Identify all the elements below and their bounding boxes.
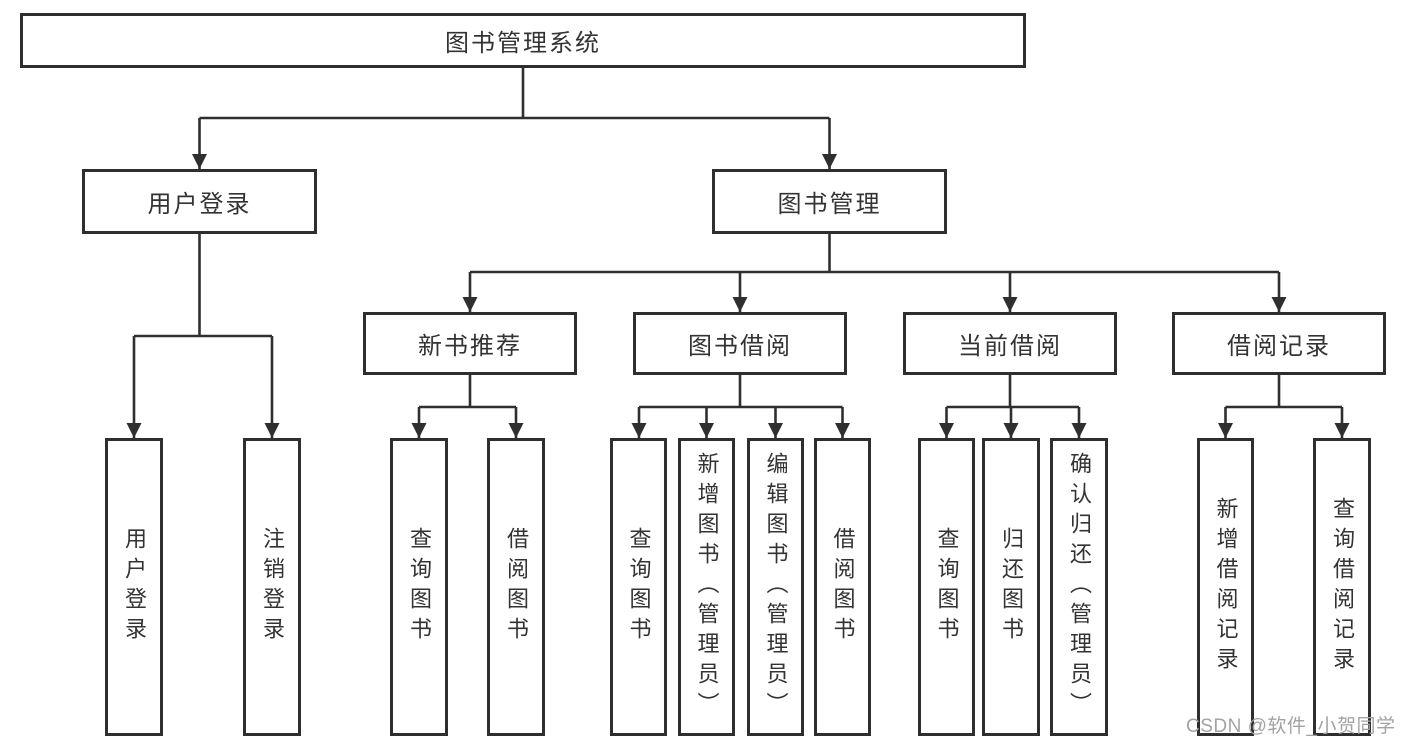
leaf-query-borrow-record-label: 查询借阅记录 [1330, 497, 1355, 677]
node-current-borrowing-label: 当前借阅 [958, 333, 1062, 360]
leaf-query-book-3-label: 查询图书 [934, 527, 960, 647]
leaf-borrow-book-1-label: 借阅图书 [504, 527, 529, 647]
watermark: CSDN @软件_小贺同学 [1186, 716, 1396, 737]
leaf-query-book-2: 查询图书 [610, 438, 667, 736]
leaf-query-book-2-label: 查询图书 [626, 527, 652, 647]
node-user-login-label: 用户登录 [147, 191, 252, 218]
leaf-query-book-1-label: 查询图书 [407, 527, 432, 647]
leaf-add-borrow-record: 新增借阅记录 [1197, 438, 1254, 736]
node-root-system: 图书管理系统 [20, 13, 1026, 68]
leaf-borrow-book-1: 借阅图书 [487, 438, 545, 736]
node-new-book-recommend-label: 新书推荐 [418, 333, 522, 360]
leaf-query-book-1: 查询图书 [390, 438, 448, 736]
leaf-logout: 注销登录 [243, 438, 301, 736]
leaf-edit-book-admin-label: 编辑图书（管理员） [763, 452, 789, 722]
leaf-user-login: 用户登录 [105, 438, 163, 736]
leaf-borrow-book-2-label: 借阅图书 [830, 527, 856, 647]
leaf-add-book-admin-label: 新增图书（管理员） [694, 452, 720, 722]
leaf-user-login-label: 用户登录 [122, 527, 147, 647]
node-book-borrowing-label: 图书借阅 [688, 333, 792, 360]
leaf-return-book: 归还图书 [982, 438, 1040, 736]
node-new-book-recommend: 新书推荐 [363, 312, 577, 375]
node-borrowing-records: 借阅记录 [1172, 312, 1386, 375]
leaf-borrow-book-2: 借阅图书 [814, 438, 871, 736]
leaf-return-book-label: 归还图书 [999, 527, 1024, 647]
node-book-management-label: 图书管理 [777, 191, 882, 218]
node-user-login: 用户登录 [82, 169, 317, 234]
leaf-confirm-return-admin: 确认归还（管理员） [1050, 438, 1108, 736]
leaf-query-borrow-record: 查询借阅记录 [1313, 438, 1371, 736]
leaf-query-book-3: 查询图书 [918, 438, 975, 736]
node-current-borrowing: 当前借阅 [903, 312, 1117, 375]
node-book-management: 图书管理 [712, 169, 947, 234]
leaf-logout-label: 注销登录 [260, 527, 285, 647]
leaf-edit-book-admin: 编辑图书（管理员） [747, 438, 804, 736]
leaf-add-book-admin: 新增图书（管理员） [678, 438, 735, 736]
leaf-confirm-return-admin-label: 确认归还（管理员） [1067, 452, 1092, 722]
leaf-add-borrow-record-label: 新增借阅记录 [1213, 497, 1239, 677]
node-book-borrowing: 图书借阅 [633, 312, 847, 375]
node-borrowing-records-label: 借阅记录 [1227, 333, 1331, 360]
node-root-label: 图书管理系统 [445, 30, 601, 57]
